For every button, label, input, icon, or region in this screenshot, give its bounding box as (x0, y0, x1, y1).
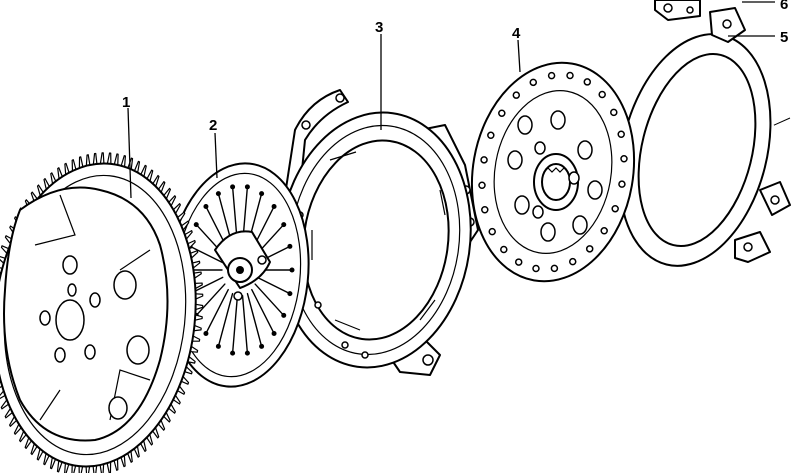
callout-label-4: 4 (512, 25, 521, 42)
callout-label-1: 1 (122, 94, 130, 111)
leader-line-4 (517, 39, 521, 73)
leader-line-1 (127, 107, 132, 199)
callout-label-2: 2 (209, 117, 217, 134)
callout-label-3: 3 (375, 19, 383, 36)
callout-label-5: 5 (780, 29, 788, 46)
callout-group: 1 2 3 4 5 6 (122, 0, 788, 199)
flat-ring-bracket-icon (618, 7, 791, 267)
small-bolt-icon (654, 0, 701, 21)
clutch-cover-ring-icon (278, 89, 479, 376)
callout-label-6: 6 (780, 0, 788, 13)
clutch-disc-icon (470, 61, 636, 283)
flywheel-ring-gear-icon (0, 152, 204, 473)
leader-line-2 (214, 132, 218, 179)
